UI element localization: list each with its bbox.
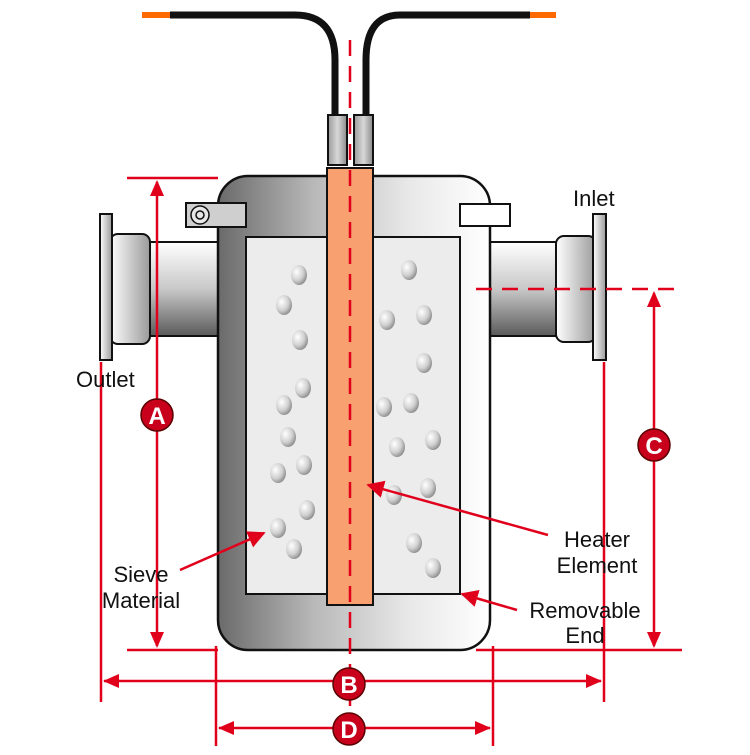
latch-bolt-center (195, 210, 205, 220)
dim-a-arrow-down (150, 632, 164, 648)
sieve-hole (276, 295, 292, 315)
badge-b: B (332, 667, 366, 701)
badge-b-text: B (340, 672, 357, 699)
badge-c-text: C (645, 433, 662, 460)
leader-arrows (179, 480, 549, 612)
latch-right (459, 203, 511, 227)
outlet-flange (99, 213, 113, 361)
inlet-flange (592, 213, 607, 361)
badge-d: D (332, 712, 366, 746)
badge-c: C (637, 428, 671, 462)
sieve-hole (291, 265, 307, 285)
badge-a: A (140, 398, 174, 432)
sieve-hole (416, 305, 432, 325)
inlet-pipe (482, 241, 564, 337)
sieve-hole (420, 478, 436, 498)
badge-a-text: A (148, 403, 165, 430)
removable-label-line1: Removable (529, 598, 640, 623)
outlet-label: Outlet (76, 367, 135, 392)
sieve-hole (379, 310, 395, 330)
sieve-hole (292, 330, 308, 350)
left-wire-sleeve (327, 114, 348, 166)
left-wire (170, 11, 339, 118)
sieve-label-line1: Sieve (113, 562, 168, 587)
inlet-label: Inlet (573, 186, 615, 211)
sieve-leader (179, 531, 266, 572)
heater-element (326, 167, 374, 606)
badge-d-text: D (340, 717, 357, 744)
sieve-hole (270, 463, 286, 483)
heater-leader (366, 480, 549, 537)
sieve-hole (406, 533, 422, 553)
heater-label-line2: Element (557, 553, 638, 578)
right-wire (362, 11, 530, 118)
heater-label-line1: Heater (564, 527, 630, 552)
sieve-hole (416, 353, 432, 373)
dim-c-arrow-down (647, 632, 661, 648)
sieve-hole (389, 437, 405, 457)
sieve-hole (286, 539, 302, 559)
sieve-hole (296, 455, 312, 475)
sieve-hole (401, 260, 417, 280)
sieve-hole (276, 395, 292, 415)
sieve-hole (280, 427, 296, 447)
sieve-hole (295, 378, 311, 398)
dim-d-arrow-left (218, 721, 234, 735)
removable-label-line2: End (565, 623, 604, 648)
dim-b-arrow-left (103, 674, 119, 688)
dim-d-arrow-right (475, 721, 491, 735)
removable-leader (460, 589, 518, 612)
sieve-hole (270, 518, 286, 538)
sieve-hole (299, 500, 315, 520)
right-wire-sleeve (353, 114, 374, 166)
outlet-clamp (109, 233, 151, 345)
dim-c-arrow-up (647, 291, 661, 307)
dim-a-arrow-up (150, 180, 164, 196)
sieve-hole (425, 558, 441, 578)
latch-bolt-icon (190, 205, 210, 225)
sieve-holes (270, 260, 441, 578)
sieve-label-line2: Material (102, 588, 180, 613)
dim-b-arrow-right (586, 674, 602, 688)
sieve-hole (425, 430, 441, 450)
sieve-hole (403, 393, 419, 413)
sieve-hole (376, 397, 392, 417)
